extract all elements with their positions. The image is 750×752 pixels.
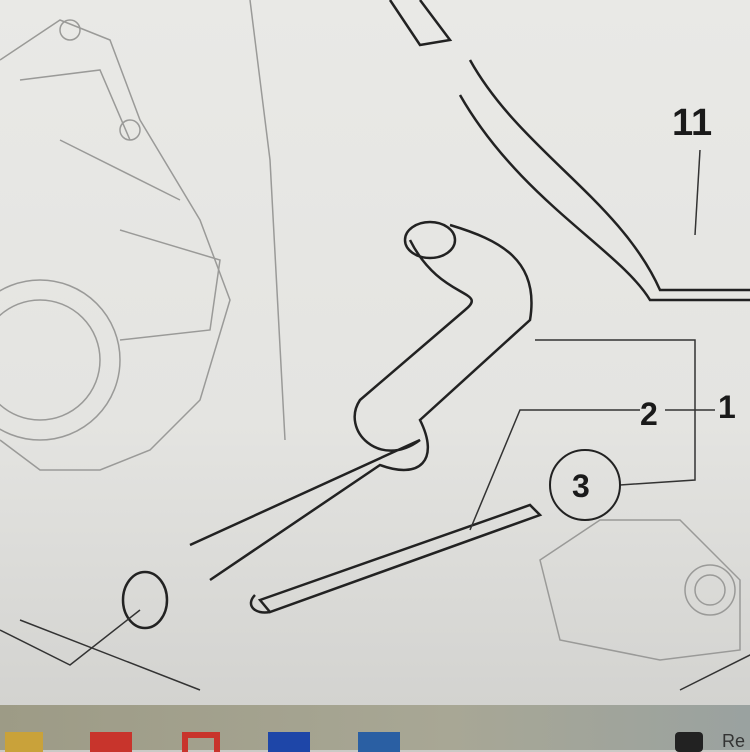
word-icon[interactable] (268, 732, 310, 752)
parts-diagram-screen: 11 2 1 3 (0, 0, 750, 705)
office-icon[interactable] (90, 732, 132, 752)
callout-3: 3 (572, 468, 590, 504)
leader-lines (0, 149, 750, 691)
callout-3-circle (549, 449, 621, 521)
taskbar: Re (0, 705, 750, 752)
folder-icon[interactable] (5, 732, 43, 752)
engine-block-drawing (0, 0, 741, 661)
parts-diagram: 11 2 1 3 (0, 0, 750, 691)
taskbar-label[interactable]: Re (722, 731, 746, 751)
nhl-icon[interactable] (675, 732, 703, 752)
store-icon[interactable] (358, 732, 400, 752)
callout-11: 11 (672, 102, 712, 144)
coolant-hoses (121, 0, 750, 630)
callout-1: 1 (718, 389, 736, 425)
gmail-icon[interactable] (182, 732, 220, 752)
callout-2: 2 (640, 396, 658, 432)
